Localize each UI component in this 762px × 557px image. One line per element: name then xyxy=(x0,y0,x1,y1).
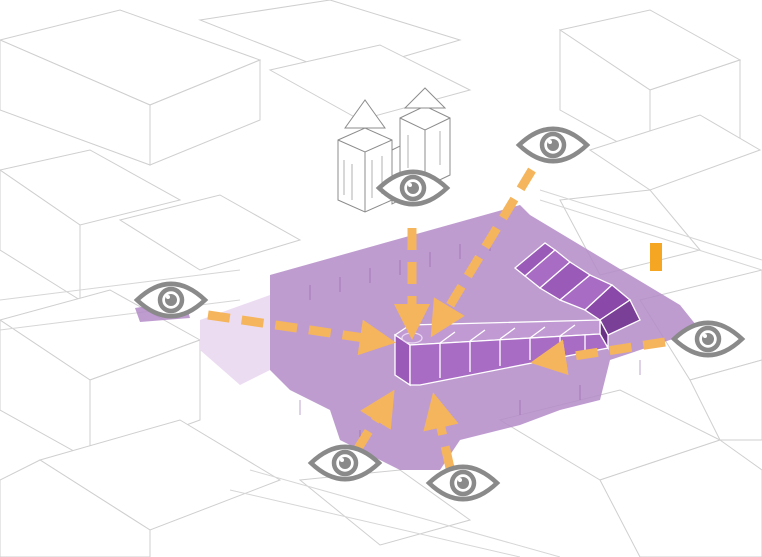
plaza-pale-zone xyxy=(200,295,270,385)
accent-marker xyxy=(650,243,662,271)
eye-icon xyxy=(519,129,587,161)
eye-icon xyxy=(429,467,497,499)
